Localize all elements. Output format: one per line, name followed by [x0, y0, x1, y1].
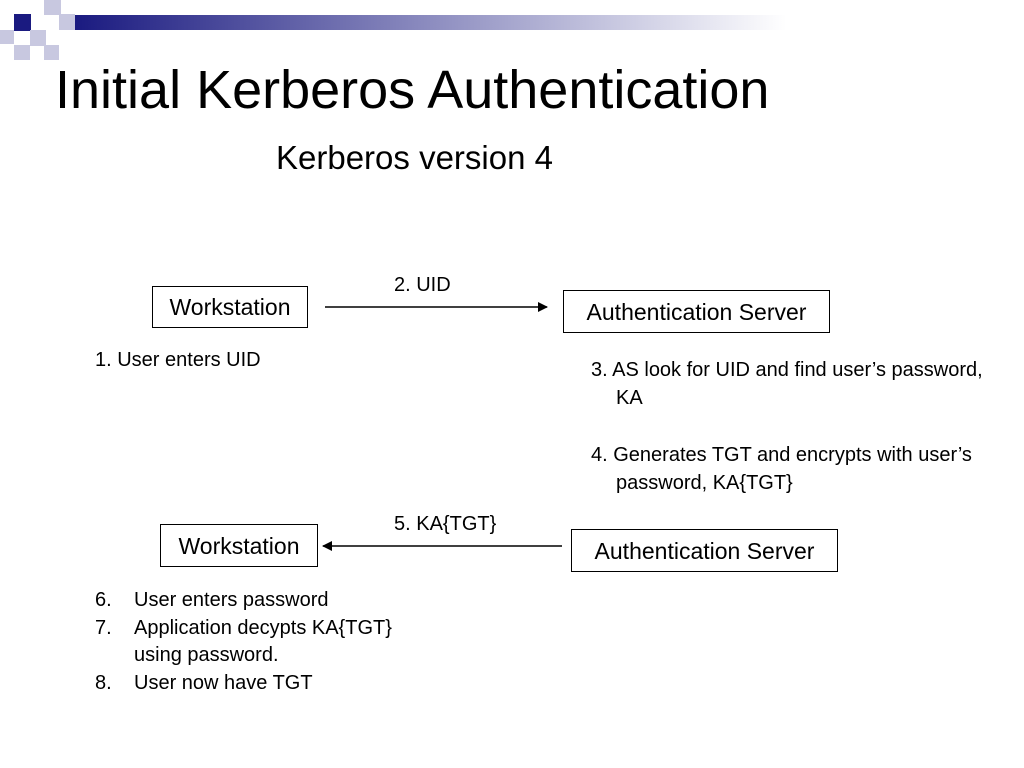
- auth-server-label-upper: Authentication Server: [586, 298, 807, 325]
- auth-server-box-lower: Authentication Server: [571, 529, 838, 572]
- slide-subtitle: Kerberos version 4: [276, 139, 553, 176]
- steps-list: 6. User enters password 7. Application d…: [95, 587, 392, 697]
- arrow-label-ka-tgt: 5. KA{TGT}: [394, 513, 497, 535]
- list-item: using password.: [95, 642, 392, 670]
- header-decoration: [0, 0, 1024, 60]
- step-number: 6.: [95, 589, 112, 611]
- step-3-text: 3. AS look for UID and find user’s passw…: [591, 359, 983, 409]
- auth-server-box-upper: Authentication Server: [563, 290, 830, 333]
- step-number: 7.: [95, 616, 112, 639]
- workstation-label-upper: Workstation: [169, 294, 291, 320]
- auth-server-label-lower: Authentication Server: [594, 537, 815, 564]
- step-1-text: 1. User enters UID: [95, 349, 261, 371]
- list-item: 8. User now have TGT: [95, 670, 392, 698]
- step-text: using password.: [134, 644, 279, 666]
- workstation-box-upper: Workstation: [152, 286, 308, 328]
- step-text: User enters password: [134, 589, 329, 611]
- step-4-text: 4. Generates TGT and encrypts with user’…: [591, 444, 972, 494]
- step-text: Application decypts KA{TGT}: [134, 616, 392, 639]
- slide-title: Initial Kerberos Authentication: [55, 60, 770, 120]
- step-text: User now have TGT: [134, 671, 313, 694]
- step-number: 8.: [95, 671, 112, 694]
- list-item: 6. User enters password: [95, 587, 392, 615]
- workstation-label-lower: Workstation: [178, 532, 300, 559]
- workstation-box-lower: Workstation: [160, 524, 318, 567]
- arrow-label-uid: 2. UID: [394, 274, 451, 296]
- list-item: 7. Application decypts KA{TGT}: [95, 615, 392, 643]
